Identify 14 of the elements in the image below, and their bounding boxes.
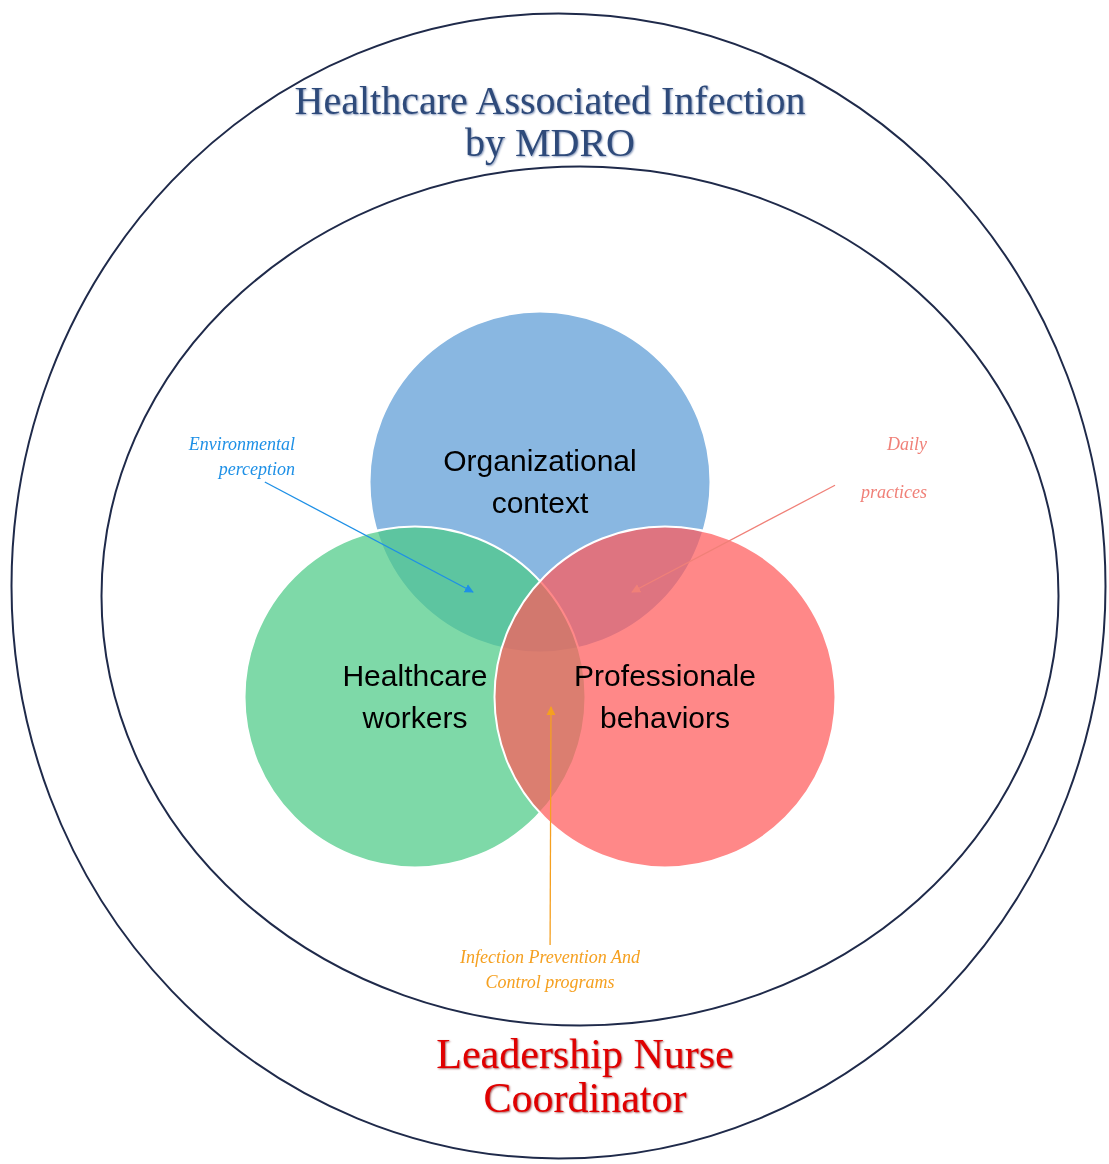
callout-text: Infection Prevention And Control programs [450, 945, 650, 997]
callout-text: Environmental perception [140, 432, 295, 482]
inner-ring [100, 165, 1060, 1027]
leader-arrow [546, 706, 556, 946]
ring-title: Healthcare Associated Infection by MDRO [293, 80, 807, 164]
circle-label: Healthcare workers [341, 658, 489, 736]
outer-ring [10, 12, 1107, 1160]
leader-arrow [264, 481, 474, 593]
circle-label: Organizational context [442, 443, 638, 521]
circle-label: Professionale behaviors [573, 658, 757, 736]
ring-footer: Leadership Nurse Coordinator [395, 1032, 775, 1120]
callout-text: Daily practices [835, 420, 927, 502]
venn-circle [493, 525, 837, 869]
leader-arrow [631, 484, 836, 593]
